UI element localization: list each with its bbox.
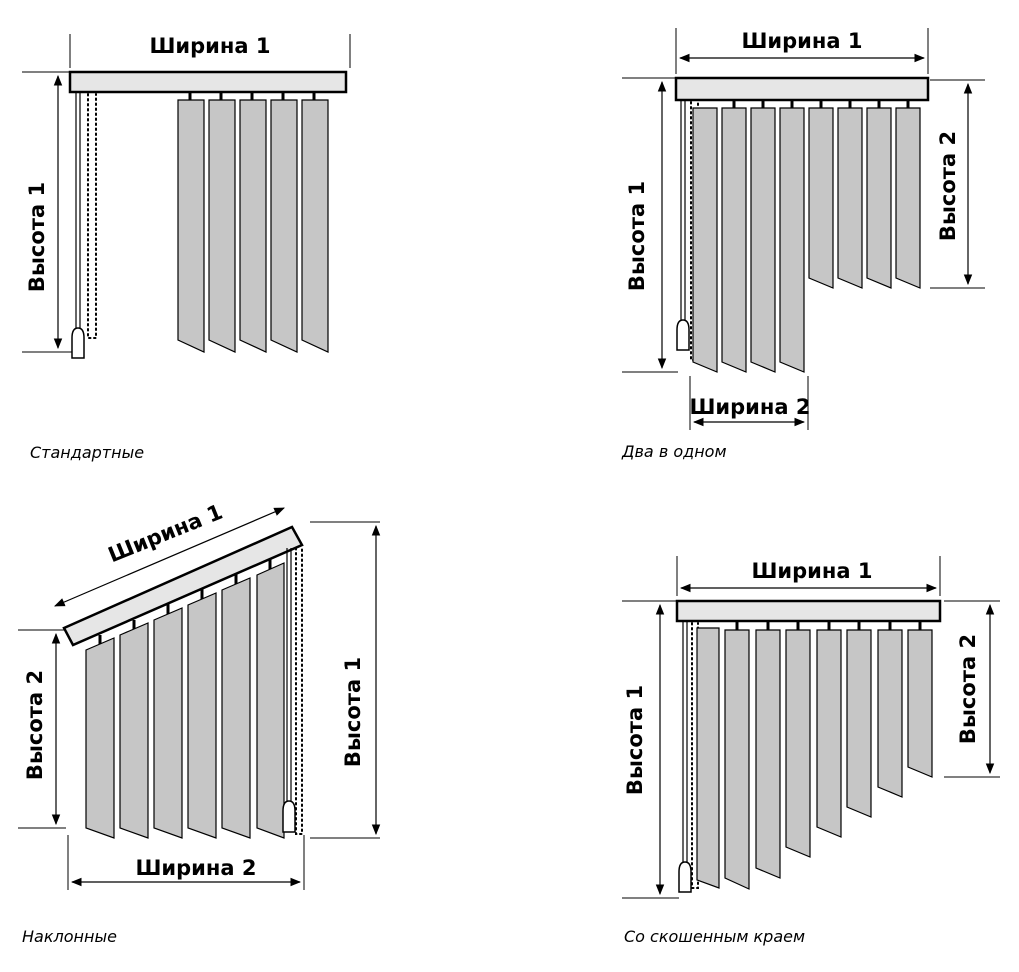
slat <box>270 99 298 353</box>
slat <box>816 629 842 838</box>
slat <box>256 562 285 839</box>
slat <box>837 107 863 289</box>
slat <box>750 107 776 373</box>
slat <box>177 99 205 353</box>
width1-label: Ширина 1 <box>741 29 862 53</box>
slat <box>866 107 892 289</box>
slat <box>895 107 921 289</box>
slat <box>785 629 811 858</box>
height2-label: Высота 2 <box>936 131 960 241</box>
cord-weight <box>676 319 690 351</box>
panel-two-in-one: Ширина 1 Высота 1 Высота 2 <box>621 28 985 461</box>
slat <box>877 629 903 798</box>
headrail <box>62 525 304 647</box>
height1-label: Высота 1 <box>341 657 365 767</box>
bead-chain <box>295 547 303 835</box>
slat <box>808 107 834 289</box>
slats <box>85 559 285 839</box>
width1-dimension-line <box>54 507 285 607</box>
slat <box>153 607 183 839</box>
slat <box>221 577 251 839</box>
slat <box>301 99 329 353</box>
slat <box>208 99 236 353</box>
slat <box>119 622 149 839</box>
slats <box>696 621 933 890</box>
panel-inclined: Ширина 1 Высота 1 Высота 2 <box>18 500 381 946</box>
width1-label: Ширина 1 <box>149 34 270 58</box>
slat <box>755 629 781 879</box>
headrail <box>675 599 942 623</box>
caption-beveled: Со скошенным краем <box>624 927 805 946</box>
slat <box>239 99 267 353</box>
slats <box>177 92 329 353</box>
height2-label: Высота 2 <box>23 670 47 780</box>
width1-label: Ширина 1 <box>105 500 226 568</box>
headrail <box>674 76 930 102</box>
cord-weight <box>282 800 296 833</box>
bead-chain <box>691 622 699 889</box>
cord-weight <box>678 861 692 893</box>
slat <box>187 592 217 839</box>
bead-chain <box>87 93 97 339</box>
slat <box>779 107 805 373</box>
height1-label: Высота 1 <box>25 182 49 292</box>
width2-label: Ширина 2 <box>135 856 256 880</box>
caption-two-in-one: Два в одном <box>621 442 727 461</box>
width2-label: Ширина 2 <box>689 395 810 419</box>
slat <box>724 629 750 890</box>
slat <box>721 107 747 373</box>
headrail <box>68 70 348 94</box>
slat <box>692 107 718 373</box>
height1-label: Высота 1 <box>625 181 649 291</box>
height2-label: Высота 2 <box>956 634 980 744</box>
panel-beveled: Ширина 1 Высота 1 Высота 2 <box>622 556 1000 946</box>
width1-label: Ширина 1 <box>751 559 872 583</box>
caption-standard: Стандартные <box>30 443 144 462</box>
slat <box>85 637 115 839</box>
slat <box>696 627 720 889</box>
slats <box>692 100 921 373</box>
caption-inclined: Наклонные <box>22 927 117 946</box>
cord-weight <box>71 327 85 359</box>
slat <box>907 629 933 778</box>
slat <box>846 629 872 818</box>
height1-label: Высота 1 <box>623 685 647 795</box>
panel-standard: Ширина 1 Высота 1 Стандартные <box>22 34 351 462</box>
